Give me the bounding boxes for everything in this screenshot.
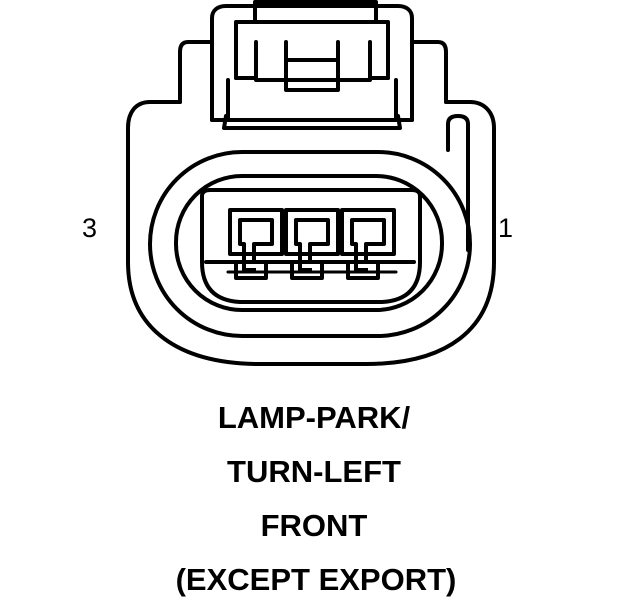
- terminal-pins: [228, 208, 396, 280]
- keyway-slot: [446, 114, 470, 252]
- terminal-pin-1: [340, 208, 396, 280]
- caption-line-4: (EXCEPT EXPORT): [176, 562, 457, 597]
- terminal-pin-3: [228, 208, 284, 280]
- connector-housing: [126, 0, 496, 366]
- outer-shell: [126, 100, 496, 366]
- terminal-cavity: [174, 174, 444, 312]
- connector-caption: LAMP-PARK/ TURN-LEFT FRONT (EXCEPT EXPOR…: [176, 400, 457, 597]
- locking-latch: [178, 0, 448, 130]
- caption-line-1: LAMP-PARK/: [218, 400, 411, 435]
- pin-label-right: 1: [498, 213, 513, 243]
- cavity-rim: [200, 188, 422, 304]
- seal-ring: [148, 150, 472, 338]
- pin-label-left: 3: [82, 213, 97, 243]
- terminal-pin-2: [284, 208, 340, 280]
- caption-line-3: FRONT: [261, 508, 368, 543]
- caption-line-2: TURN-LEFT: [227, 454, 401, 489]
